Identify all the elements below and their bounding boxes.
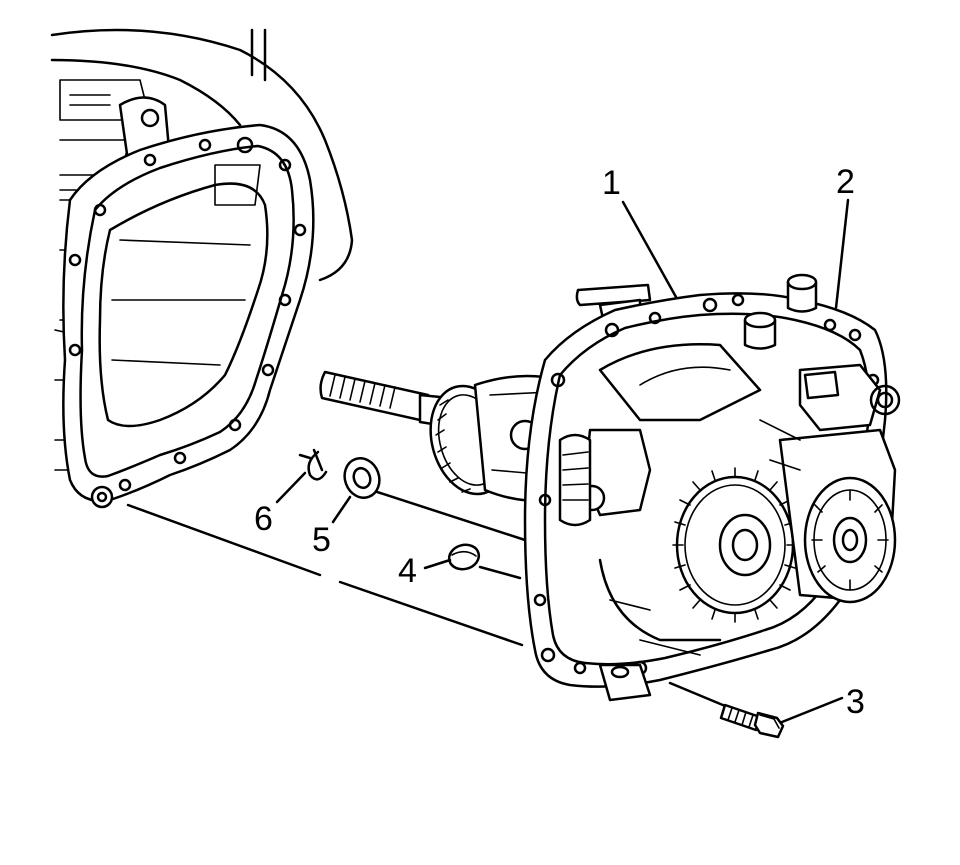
transmission-case: [50, 28, 354, 509]
callout-4: 4: [398, 552, 417, 590]
leader-lines: [275, 198, 850, 724]
plug: [447, 543, 481, 571]
callout-6: 6: [254, 500, 273, 538]
alignment-lines: [126, 453, 732, 710]
output-gear: [672, 467, 798, 623]
bolt: [719, 703, 785, 739]
snap-ring: [307, 448, 328, 481]
callout-3: 3: [846, 683, 865, 721]
washer: [343, 457, 381, 499]
callout-1: 1: [602, 164, 621, 202]
input-shaft: [319, 370, 567, 503]
callout-5: 5: [312, 521, 331, 559]
callout-2: 2: [836, 163, 855, 201]
output-flange: [759, 363, 901, 604]
